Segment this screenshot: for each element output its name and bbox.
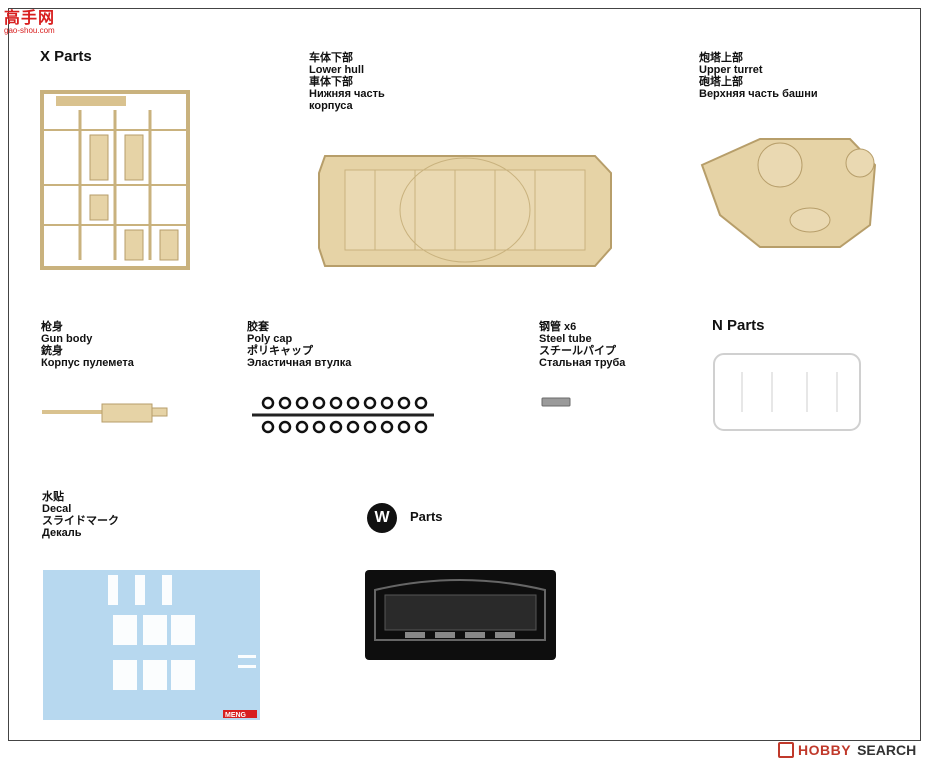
- decal-sheet-image: MENG: [43, 570, 260, 720]
- poly-cap-ring: [261, 420, 275, 434]
- lower-hull-ja: 車体下部: [309, 76, 353, 88]
- poly-cap-ring: [397, 396, 411, 410]
- lower-hull-en: Lower hull: [309, 64, 364, 76]
- decal-zh: 水贴: [42, 491, 64, 503]
- poly-cap-ring: [380, 420, 394, 434]
- poly-cap-ring: [329, 420, 343, 434]
- upper-turret-ru: Верхняя часть башни: [699, 88, 818, 100]
- hobbysearch-watermark: HOBBY SEARCH: [778, 742, 916, 758]
- w-parts-section: Parts: [410, 509, 443, 524]
- n-parts-sprue-image: [713, 353, 861, 431]
- lower-hull-ru1: Нижняя часть: [309, 88, 385, 100]
- poly-cap-ring: [295, 396, 309, 410]
- watermark-url: gao-shou.com: [4, 26, 55, 35]
- n-parts-section: N Parts: [712, 317, 765, 334]
- poly-cap-ring: [346, 420, 360, 434]
- poly-cap-runner-image: [252, 396, 434, 434]
- poly-cap-zh: 胶套: [247, 321, 269, 333]
- steel-tube-image: [541, 397, 571, 407]
- steel-tube-ru: Стальная труба: [539, 357, 626, 369]
- poly-cap-ja: ポリキャップ: [247, 345, 313, 357]
- steel-tube-zh: 钢管 x6: [539, 321, 577, 333]
- steel-tube-ja: スチールパイプ: [539, 345, 616, 357]
- gun-body-section: 枪身 Gun body 銃身 Корпус пулемета: [41, 321, 134, 369]
- lower-hull-image: [318, 155, 612, 267]
- poly-cap-ring: [329, 396, 343, 410]
- w-parts-title: Parts: [410, 509, 443, 524]
- upper-turret-en: Upper turret: [699, 64, 763, 76]
- poly-cap-ring: [414, 396, 428, 410]
- poly-cap-ring: [295, 420, 309, 434]
- upper-turret-section: 炮塔上部 Upper turret 砲塔上部 Верхняя часть баш…: [699, 52, 818, 100]
- x-parts-section: X Parts: [40, 48, 92, 65]
- poly-cap-ring: [261, 396, 275, 410]
- decal-en: Decal: [42, 503, 72, 515]
- poly-cap-en: Poly cap: [247, 333, 293, 345]
- lower-hull-ru2: корпуса: [309, 100, 353, 112]
- w-parts-badge-letter: W: [374, 509, 390, 526]
- hobbysearch-logo-icon: [778, 742, 794, 758]
- poly-cap-ru: Эластичная втулка: [247, 357, 352, 369]
- gun-body-image: [42, 403, 168, 423]
- decal-ru: Декаль: [42, 527, 82, 539]
- poly-cap-ring: [363, 396, 377, 410]
- gun-body-zh: 枪身: [41, 321, 63, 333]
- decal-section: 水贴 Decal スライドマーク Декаль: [42, 491, 119, 539]
- w-parts-badge: W: [367, 503, 397, 533]
- poly-cap-ring: [278, 396, 292, 410]
- lower-hull-section: 车体下部 Lower hull 車体下部 Нижняя часть корпус…: [309, 52, 385, 112]
- poly-cap-ring: [312, 396, 326, 410]
- site-watermark-logo: 高手网 gao-shou.com: [2, 2, 72, 40]
- poly-cap-ring: [346, 396, 360, 410]
- photo-etch-sheet-image: [365, 570, 556, 660]
- decal-ja: スライドマーク: [42, 515, 119, 527]
- x-parts-sprue-image: [40, 90, 190, 270]
- poly-cap-ring: [380, 396, 394, 410]
- poly-cap-ring: [278, 420, 292, 434]
- steel-tube-en: Steel tube: [539, 333, 592, 345]
- steel-tube-section: 钢管 x6 Steel tube スチールパイプ Стальная труба: [539, 321, 625, 369]
- watermark-site-name: 高手网: [4, 10, 56, 27]
- x-parts-title: X Parts: [40, 48, 92, 65]
- gun-body-ru: Корпус пулемета: [41, 357, 134, 369]
- upper-turret-ja: 砲塔上部: [699, 76, 743, 88]
- lower-hull-zh: 车体下部: [309, 52, 353, 64]
- poly-cap-section: 胶套 Poly cap ポリキャップ Эластичная втулка: [247, 321, 351, 369]
- gun-body-en: Gun body: [41, 333, 93, 345]
- footer-brand: HOBBY: [798, 742, 852, 758]
- poly-cap-ring: [363, 420, 377, 434]
- upper-turret-image: [700, 138, 877, 248]
- n-parts-title: N Parts: [712, 317, 765, 334]
- gun-body-ja: 銃身: [41, 345, 63, 357]
- poly-cap-ring: [312, 420, 326, 434]
- decal-sheet-logo: MENG: [225, 712, 247, 719]
- footer-search: SEARCH: [857, 742, 917, 758]
- poly-cap-ring: [397, 420, 411, 434]
- upper-turret-zh: 炮塔上部: [699, 52, 743, 64]
- poly-cap-ring: [414, 420, 428, 434]
